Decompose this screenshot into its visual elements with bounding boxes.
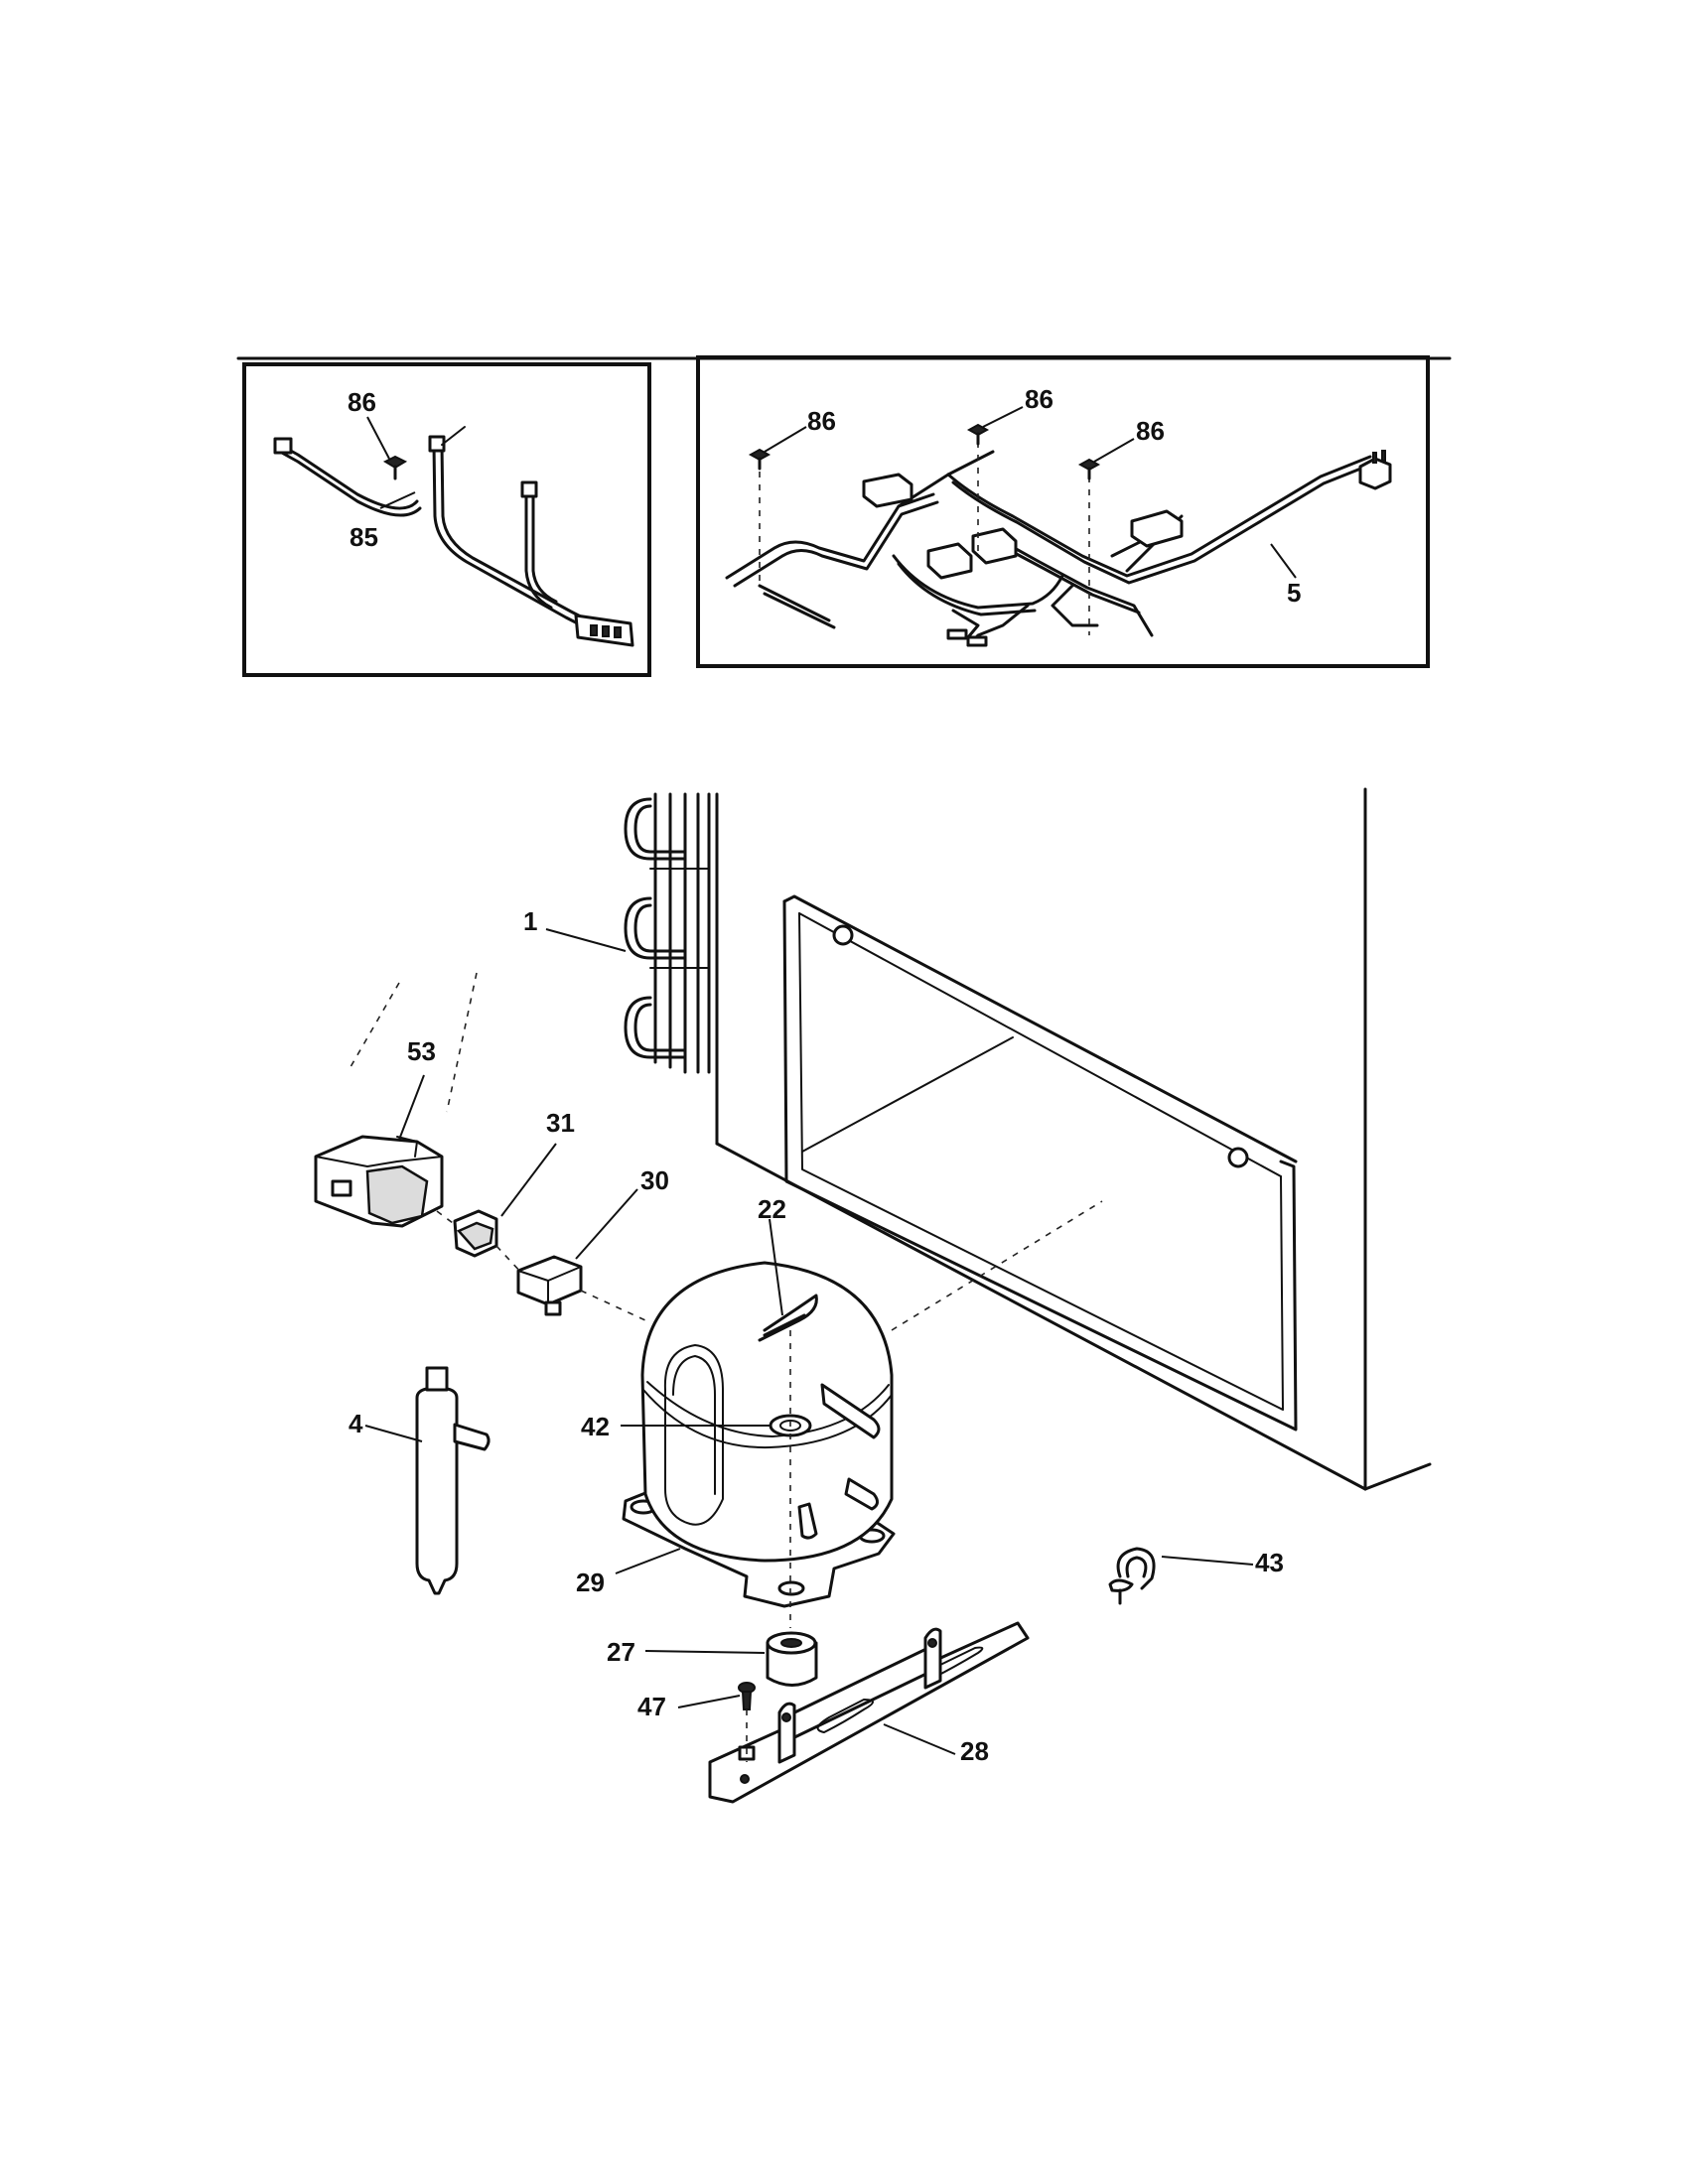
- callout-42: 42: [581, 1412, 610, 1441]
- mounting-rail: 28: [708, 1621, 1030, 1804]
- screw-86-icon: [382, 455, 408, 480]
- screw-86b-icon: [748, 448, 772, 471]
- callout-5: 5: [1287, 578, 1301, 608]
- compressor: 22 42 29: [576, 1194, 1103, 1628]
- inset-panel-left: 86 85: [242, 362, 651, 677]
- callout-31: 31: [546, 1108, 575, 1138]
- filter-drier: 4: [349, 1366, 491, 1595]
- callout-29: 29: [576, 1568, 605, 1597]
- callout-22: 22: [758, 1194, 786, 1224]
- condenser-coil: 1: [523, 792, 711, 1074]
- callout-43: 43: [1255, 1548, 1284, 1577]
- callout-86d: 86: [1136, 416, 1165, 446]
- callout-4: 4: [349, 1409, 363, 1438]
- callout-86c: 86: [1025, 384, 1053, 414]
- callout-1: 1: [523, 906, 537, 936]
- screw-86d-icon: [1077, 458, 1101, 480]
- cabinet-back: [715, 787, 1432, 1491]
- callout-30: 30: [640, 1165, 669, 1195]
- tube-clamp: 43: [1108, 1547, 1284, 1605]
- callout-47: 47: [637, 1692, 666, 1721]
- relay-cover: 53: [314, 1036, 444, 1228]
- start-relay: 30: [495, 1165, 669, 1321]
- callout-27: 27: [607, 1637, 635, 1667]
- callout-28: 28: [960, 1736, 989, 1766]
- overload-protector: 31: [436, 1108, 575, 1258]
- callout-85: 85: [350, 522, 378, 552]
- callout-86a: 86: [348, 387, 376, 417]
- screw-47-icon: 47: [637, 1682, 756, 1762]
- screw-86c-icon: [966, 423, 990, 446]
- callout-53: 53: [407, 1036, 436, 1066]
- inset-panel-right: 86 86 86 5: [696, 355, 1430, 668]
- callout-86b: 86: [807, 406, 836, 436]
- mounting-grommet: 27: [607, 1631, 818, 1687]
